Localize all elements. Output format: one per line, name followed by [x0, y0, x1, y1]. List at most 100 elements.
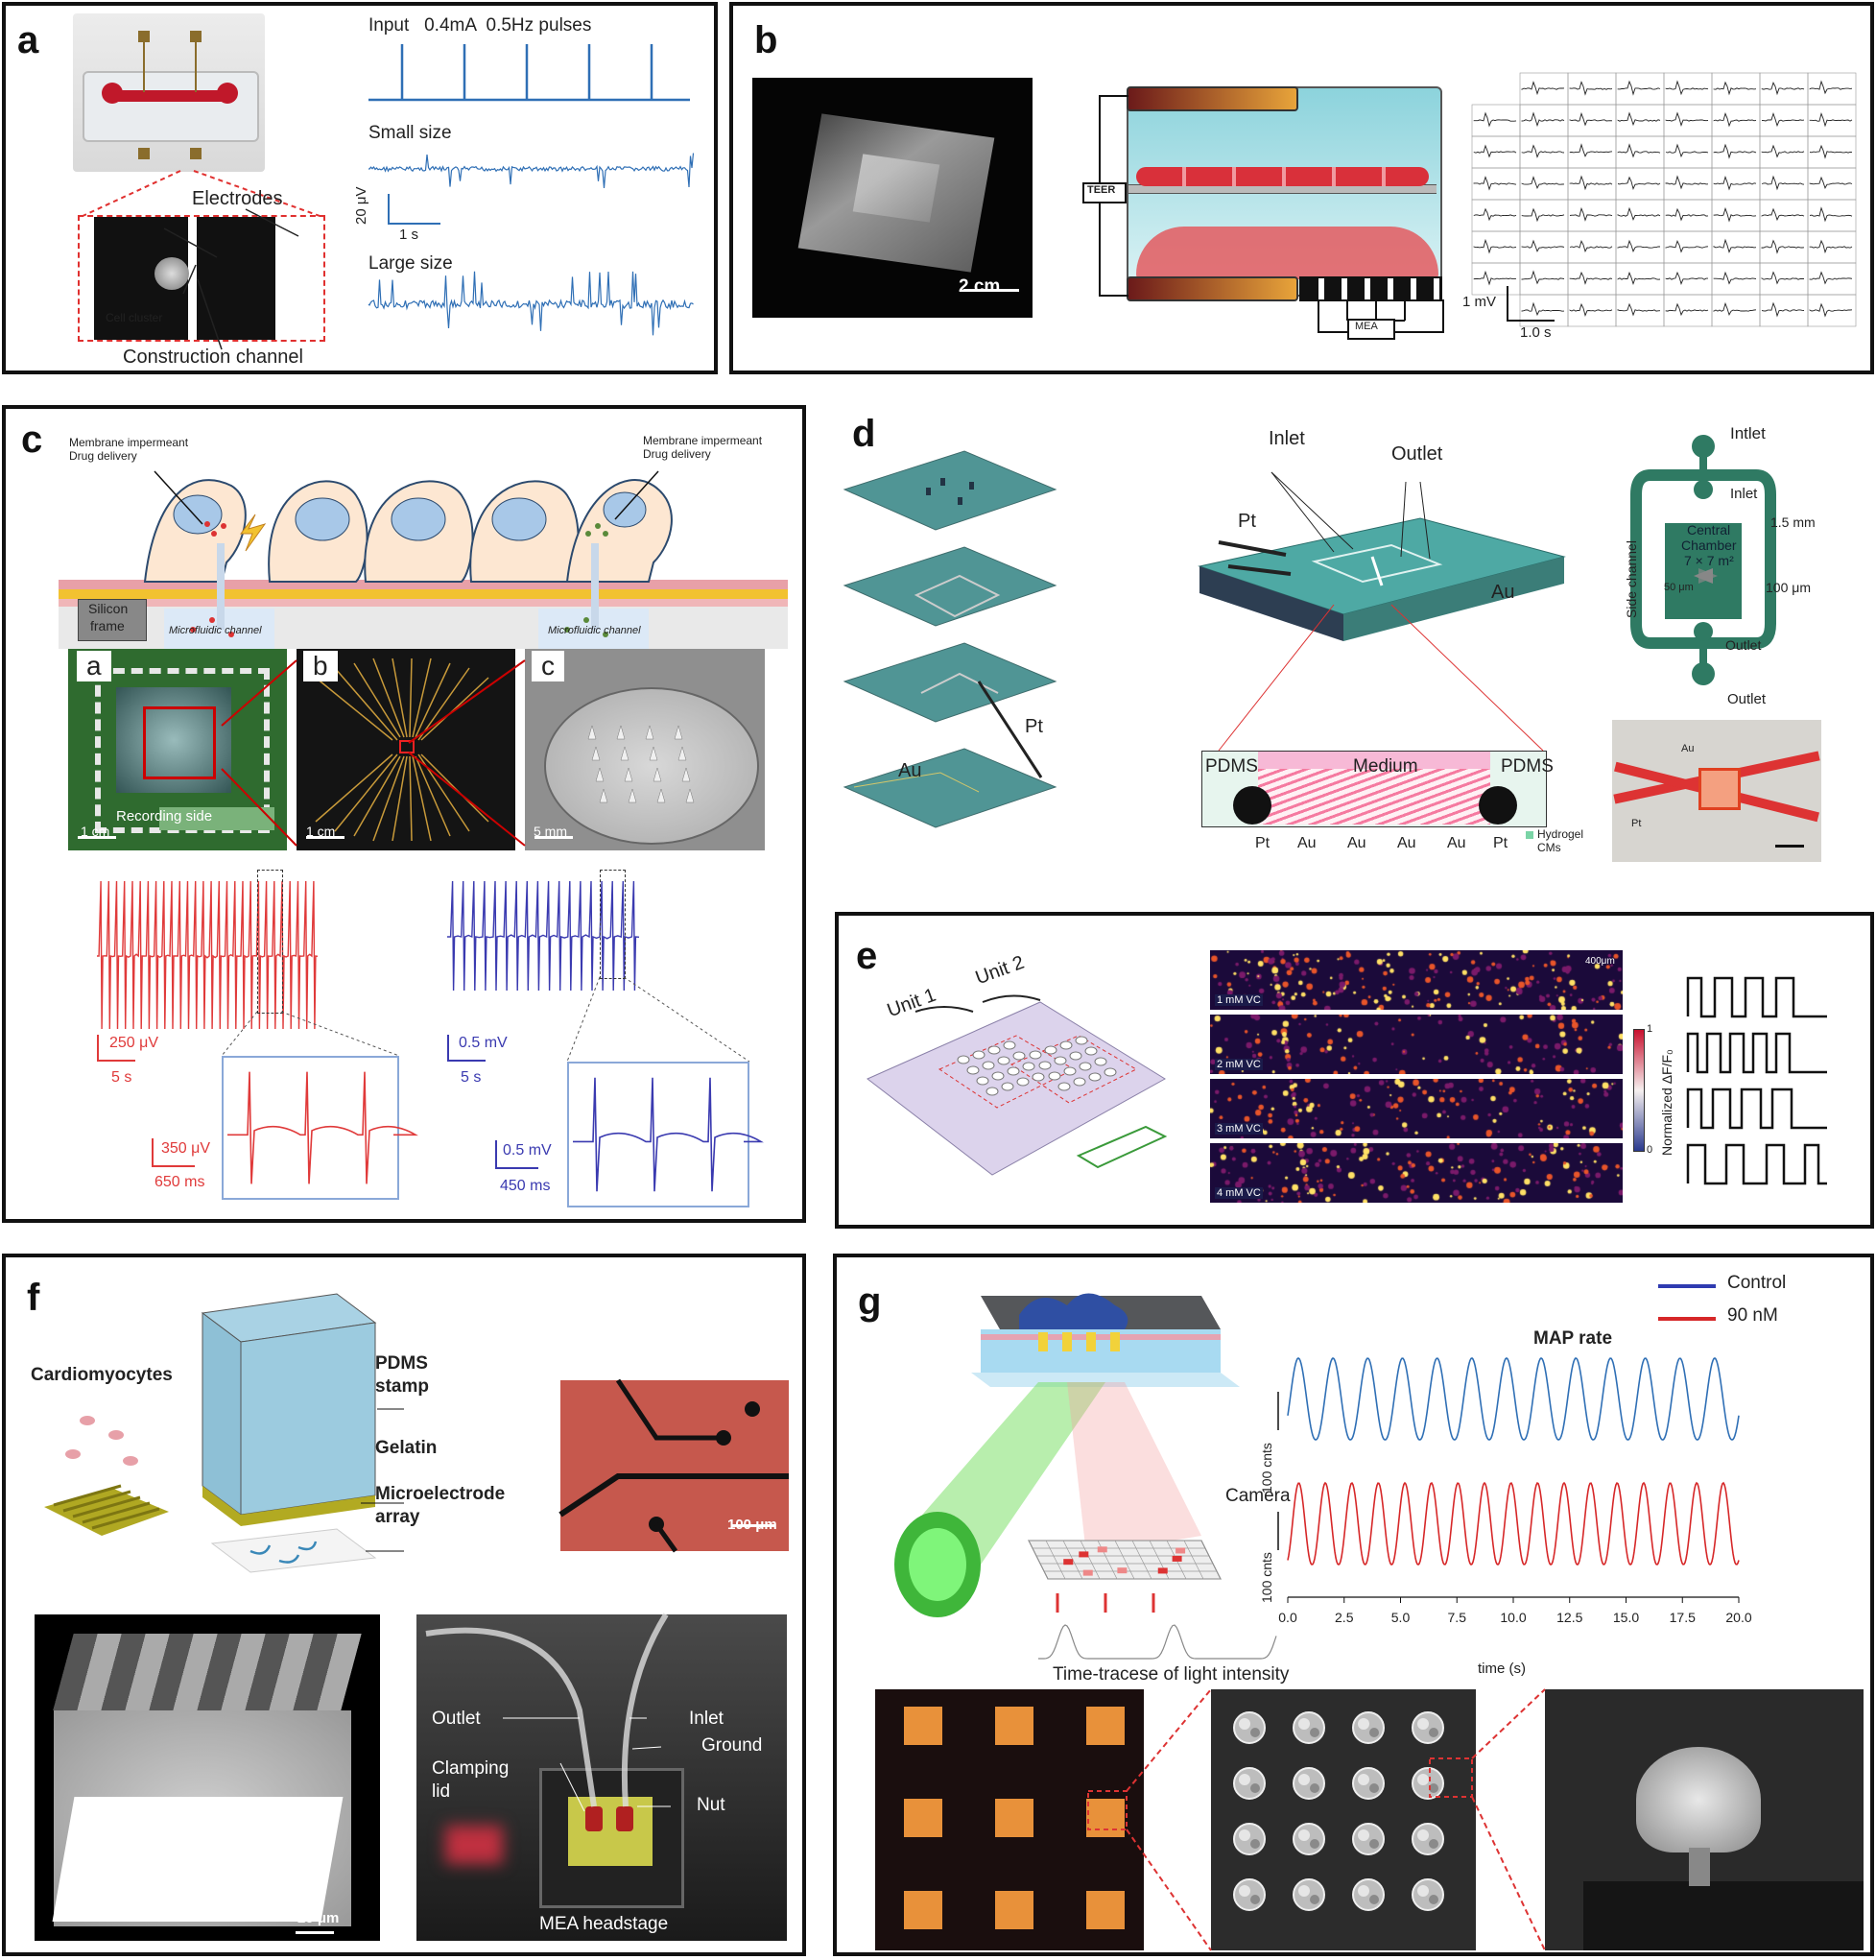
- red-zoom-time: 650 ms: [154, 1174, 205, 1190]
- legend-control: Control: [1727, 1273, 1787, 1293]
- vc-3mm: 3 mM VC: [1215, 1123, 1263, 1135]
- photo-pt: Pt: [1631, 818, 1642, 829]
- map-series: [1287, 1481, 1740, 1566]
- cs-au4: Au: [1447, 835, 1466, 851]
- inlet-label: Inlet: [1269, 428, 1305, 449]
- colorbar-label: Normalized ΔF/F₀: [1659, 1049, 1674, 1156]
- large-size-trace: [368, 271, 694, 336]
- scale-bar-b-h: [1507, 320, 1555, 322]
- scale-c: 5 mm: [534, 824, 567, 839]
- intlet-top: Intlet: [1730, 424, 1766, 442]
- legend-90nm-swatch: [1658, 1317, 1716, 1321]
- drug-left: Drug delivery: [69, 449, 137, 463]
- cms-label: CMs: [1537, 841, 1561, 854]
- scale-s-label: 1 s: [399, 227, 419, 243]
- scale-bar-a: [388, 194, 390, 225]
- x-tick: 5.0: [1391, 1610, 1411, 1625]
- chip-photo: [73, 13, 265, 172]
- teer-wiring: [1099, 95, 1444, 333]
- panel-a: a Electrodes Cell cluster Construction c…: [2, 2, 718, 374]
- array-label: array: [375, 1507, 420, 1527]
- heatmap-row-3: [1210, 1079, 1623, 1138]
- hydrogel-swatch: [1526, 831, 1533, 839]
- scale-100um: 100 μm: [727, 1517, 777, 1533]
- device-3d: [1198, 471, 1566, 641]
- pdms-label: PDMS: [375, 1353, 428, 1374]
- xlabel: time (s): [1478, 1661, 1526, 1677]
- inlet-f: Inlet: [689, 1709, 724, 1729]
- zoom-lines-c: [221, 659, 526, 847]
- x-tick: 20.0: [1725, 1610, 1751, 1625]
- nut-f: Nut: [697, 1795, 725, 1815]
- zoom-box: [78, 215, 325, 342]
- input-pulse-trace: [368, 44, 690, 102]
- au-mid: Au: [1491, 582, 1515, 603]
- x-tick: 0.0: [1278, 1610, 1297, 1625]
- red-scale-h: [97, 1060, 135, 1062]
- um100-label: 100 μm: [1766, 580, 1811, 595]
- clamping-f: Clamping: [432, 1758, 510, 1779]
- teer-box: [1082, 182, 1127, 203]
- zoom-connector-c: [221, 976, 750, 1063]
- mm15-label: 1.5 mm: [1770, 514, 1816, 530]
- blue-zoom-time: 450 ms: [500, 1178, 551, 1194]
- mea-box: [1347, 319, 1395, 340]
- exploded-layers: [843, 450, 1057, 828]
- blue-spike-train: [447, 880, 640, 992]
- cs-au1: Au: [1297, 835, 1317, 851]
- cs-pt1: Pt: [1255, 835, 1270, 851]
- cs-au2: Au: [1347, 835, 1366, 851]
- large-size-label: Large size: [368, 253, 453, 274]
- chamber-label: Chamber: [1681, 538, 1737, 553]
- small-size-label: Small size: [368, 123, 452, 143]
- blue-scale-v: [447, 1035, 449, 1060]
- electrode-bottom: [1127, 276, 1298, 301]
- scale-2cm: 2 cm: [959, 276, 1001, 297]
- x-tick: 12.5: [1556, 1610, 1582, 1625]
- scale-1s: 1.0 s: [1520, 324, 1552, 341]
- time-traces-label: Time-tracese of light intensity: [1053, 1664, 1290, 1685]
- cell-schematic: [59, 470, 788, 649]
- construction-channel-label: Construction channel: [123, 347, 303, 368]
- red-zoom-scale-v: [152, 1138, 154, 1165]
- sem-single-photo: [1545, 1689, 1864, 1950]
- channel-left: Microfluidic channel: [169, 625, 262, 636]
- scale-bar-b: [1507, 286, 1508, 320]
- photo-chip: [297, 649, 515, 850]
- zoom-lines: [80, 170, 323, 350]
- blue-time: 5 s: [461, 1069, 482, 1086]
- red-zoom-scale-h: [152, 1165, 195, 1167]
- panel-e-label: e: [856, 935, 878, 977]
- cardiomyocytes-label: Cardiomyocytes: [31, 1365, 173, 1385]
- camera-label: Camera: [1225, 1486, 1291, 1506]
- pdms-left: PDMS: [1205, 756, 1258, 777]
- mea-label: MEA: [1355, 321, 1378, 332]
- vc-1mm: 1 mM VC: [1215, 994, 1263, 1006]
- x-tick: 7.5: [1448, 1610, 1467, 1625]
- frame-label: frame: [90, 618, 125, 633]
- red-zoom-box: [222, 1056, 418, 1200]
- scale-uv-label: 20 μV: [353, 186, 369, 226]
- headstage-photo: [416, 1613, 787, 1941]
- pdms-stamp: [201, 1293, 404, 1573]
- size-label: 7 × 7 m²: [1684, 553, 1734, 568]
- inlet-inner: Inlet: [1730, 486, 1758, 502]
- heatmap-row-4: [1210, 1143, 1623, 1203]
- mea-electrodes: [1299, 276, 1442, 301]
- pt-left: Pt: [1025, 716, 1043, 737]
- zoom-dashed-red: [257, 870, 283, 1014]
- photo-au: Au: [1681, 743, 1695, 754]
- scale-bar-a-h: [388, 223, 440, 225]
- silicon-label: Silicon: [88, 601, 129, 616]
- teer-label: TEER: [1087, 184, 1116, 196]
- scale-b: 1 cm: [306, 824, 336, 839]
- panel-g: g Camera Time-tracese of light intensity…: [833, 1254, 1874, 1956]
- electrode-top: [1127, 86, 1298, 111]
- membrane-left: Membrane impermeant: [69, 436, 189, 449]
- panel-f-label: f: [27, 1277, 40, 1319]
- gradient-chip: [867, 994, 1168, 1176]
- heatmap-stack: [1210, 950, 1623, 1204]
- chamber-schematic: [1630, 435, 1776, 685]
- membrane-right: Membrane impermeant: [643, 434, 763, 447]
